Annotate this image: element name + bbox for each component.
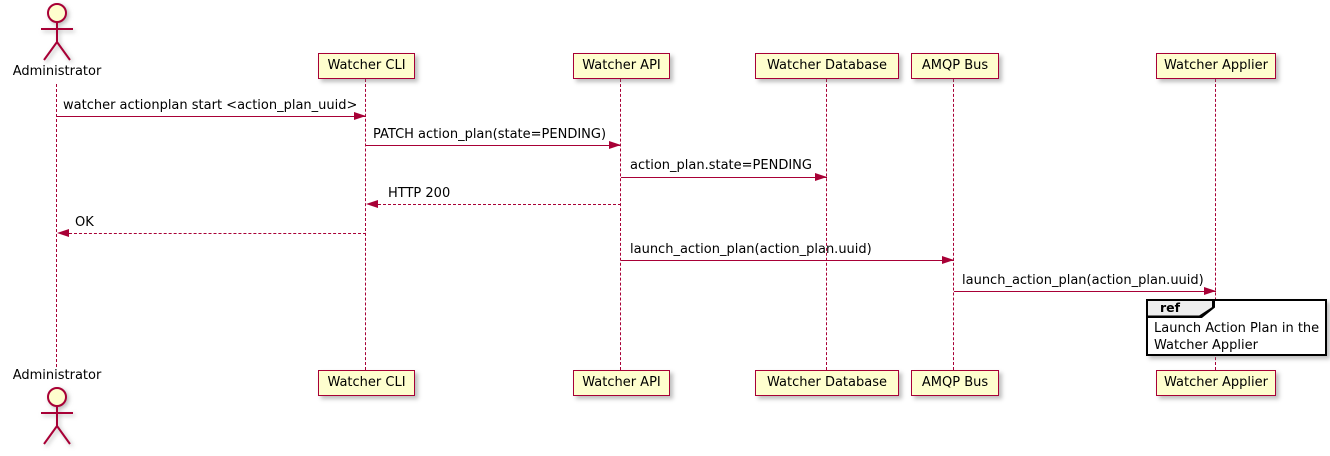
participant-watcher-cli-bottom: Watcher CLI — [318, 370, 415, 396]
message-7-label: launch_action_plan(action_plan.uuid) — [962, 273, 1204, 288]
message-3-label: action_plan.state=PENDING — [630, 158, 812, 173]
lifeline-administrator — [56, 84, 57, 367]
ref-keyword: ref — [1148, 301, 1212, 316]
lifeline-watcher-applier — [1215, 79, 1216, 370]
message-4-line — [378, 204, 621, 205]
message-4-arrowhead-icon — [366, 200, 378, 208]
message-6-label: launch_action_plan(action_plan.uuid) — [630, 242, 872, 257]
lifeline-watcher-api — [620, 79, 621, 370]
participant-watcher-api-top: Watcher API — [573, 53, 670, 79]
actor-icon-bottom — [41, 387, 73, 445]
participant-watcher-api-bottom: Watcher API — [573, 370, 670, 396]
actor-icon — [41, 3, 73, 61]
participant-watcher-database-top: Watcher Database — [755, 53, 899, 79]
participant-amqp-bus-top: AMQP Bus — [911, 53, 999, 79]
message-6-line — [621, 260, 954, 261]
message-6-arrowhead-icon — [942, 256, 954, 264]
lifeline-watcher-cli — [365, 79, 366, 370]
message-1-arrowhead-icon — [354, 112, 366, 120]
message-2-label: PATCH action_plan(state=PENDING) — [373, 127, 607, 142]
participant-watcher-database-bottom: Watcher Database — [755, 370, 899, 396]
participant-watcher-applier-top: Watcher Applier — [1156, 53, 1276, 79]
ref-text: Launch Action Plan in the Watcher Applie… — [1154, 321, 1320, 353]
message-3-line — [621, 177, 827, 178]
actor-label-top: Administrator — [12, 64, 102, 79]
ref-fragment: ref Launch Action Plan in the Watcher Ap… — [1146, 299, 1327, 356]
ref-tab: ref — [1146, 299, 1215, 318]
message-1-label: watcher actionplan start <action_plan_uu… — [63, 98, 358, 113]
message-7-line — [954, 291, 1216, 292]
message-5-arrowhead-icon — [57, 229, 69, 237]
actor-label-bottom: Administrator — [12, 368, 102, 383]
message-2-arrowhead-icon — [609, 141, 621, 149]
lifeline-watcher-database — [826, 79, 827, 370]
message-7-arrowhead-icon — [1204, 287, 1216, 295]
message-5-line — [69, 233, 366, 234]
participant-watcher-applier-bottom: Watcher Applier — [1156, 370, 1276, 396]
participant-amqp-bus-bottom: AMQP Bus — [911, 370, 999, 396]
message-4-label: HTTP 200 — [388, 186, 451, 201]
message-3-arrowhead-icon — [815, 173, 827, 181]
message-1-line — [57, 116, 366, 117]
lifeline-amqp-bus — [953, 79, 954, 370]
participant-watcher-cli-top: Watcher CLI — [318, 53, 415, 79]
message-2-line — [366, 145, 621, 146]
message-5-label: OK — [75, 215, 94, 230]
